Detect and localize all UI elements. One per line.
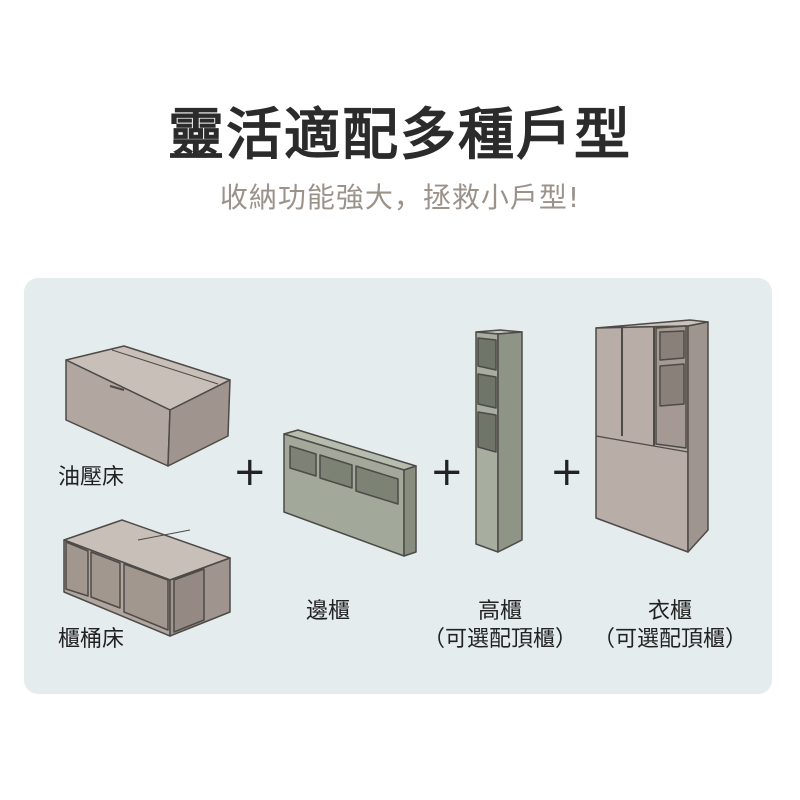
tall-cabinet-note: （可選配頂櫃） [422,627,577,652]
plus-sign-2: + [430,449,464,495]
wardrobe-label: 衣櫃 [647,599,692,624]
hydraulic-bed-label: 油壓床 [58,465,125,490]
side-cabinet-illustration [283,429,417,557]
plus-sign-1: + [233,449,267,495]
drawer-bed-illustration [63,519,231,637]
page-title: 靈活適配多種戶型 [168,103,632,168]
plus-sign-3: + [550,449,584,495]
tall-cabinet-illustration [475,329,523,553]
wardrobe-illustration [595,319,709,553]
tall-cabinet-label: 高櫃 [477,599,522,624]
page-subtitle: 收納功能強大，拯救小戶型! [219,181,581,214]
side-cabinet-label: 邊櫃 [305,599,350,624]
wardrobe-note: （可選配頂櫃） [592,627,747,652]
drawer-bed-label: 櫃桶床 [58,627,125,652]
hydraulic-bed-illustration [65,345,231,467]
